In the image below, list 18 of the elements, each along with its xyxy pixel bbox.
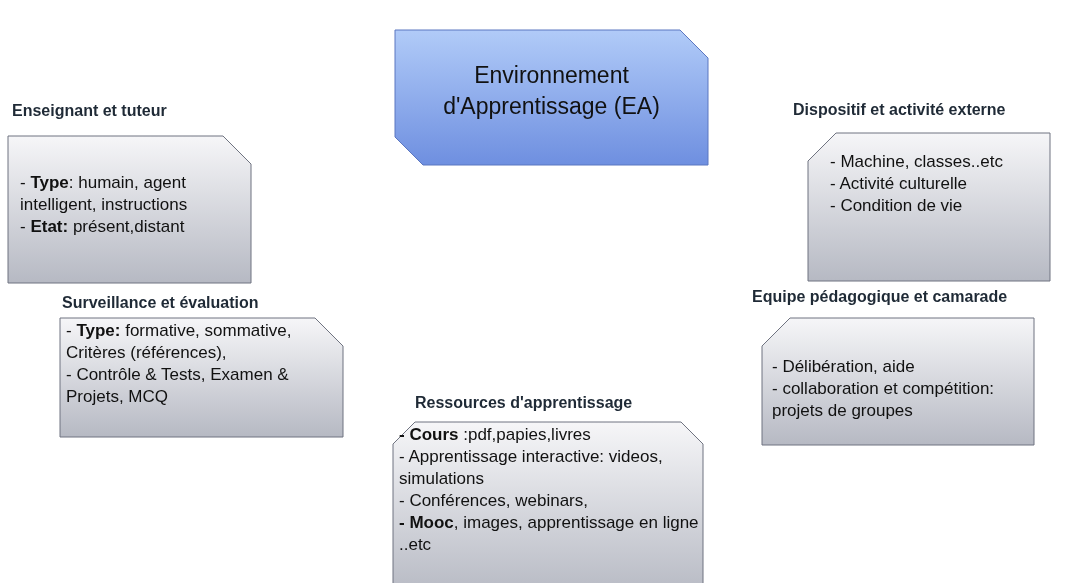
bullet-text: - Etat: présent,distant [20,216,186,238]
bullet-text: - collaboration et compétition: projets de groupes [772,378,996,422]
bullet-text: - Délibération, aide [772,356,916,378]
heading-text: Enseignant et tuteur [12,102,167,120]
bullet-text: - Mooc, images, apprentissage en ligne ..etc [399,512,699,556]
heading-text: Equipe pédagogique et camarade [752,288,1008,306]
bullet-text: - Conférences, webinars, [399,490,589,512]
title-text: Environnement d'Apprentissage (EA) [442,61,661,121]
bullet-text: - Machine, classes..etc [830,151,1004,173]
heading-text: Surveillance et évaluation [62,294,259,312]
bullet-text: - Condition de vie [830,195,964,217]
bullet-text: - Apprentissage interactive: videos, simulations [399,446,664,490]
bullet-text: - Activité culturelle [830,173,968,195]
heading-text: Dispositif et activité externe [793,101,1006,119]
bullet-text: - Type: formative, sommative, Critères (références), [66,320,293,364]
heading-text: Ressources d'apprentissage [415,394,633,412]
bullet-text: - Contrôle & Tests, Examen & Projets, MCQ [66,364,290,408]
bullet-text: - Cours :pdf,papies,livres [399,424,592,446]
